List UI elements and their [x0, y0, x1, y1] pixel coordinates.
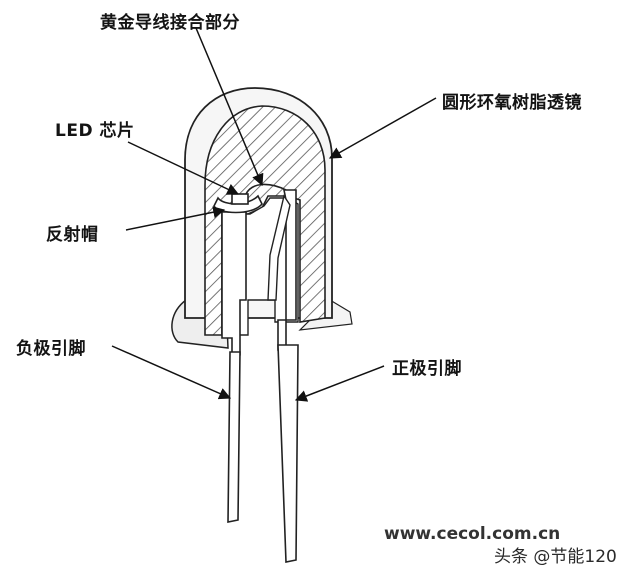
- cathode-lead: [227, 351, 241, 523]
- leader-anode-lead: [294, 365, 385, 402]
- label-reflector-cup: 反射帽: [46, 225, 99, 245]
- label-gold-wire-joint: 黄金导线接合部分: [100, 13, 240, 33]
- label-cathode-lead: 负极引脚: [16, 339, 86, 359]
- leader-epoxy-lens: [328, 97, 437, 159]
- label-epoxy-lens: 圆形环氧树脂透镜: [442, 93, 582, 113]
- leader-led-chip: [127, 141, 240, 195]
- anode-lead: [277, 344, 299, 563]
- leader-cathode-lead: [111, 345, 232, 400]
- leader-gold-wire: [195, 27, 264, 187]
- cathode-lead-body: [221, 211, 247, 360]
- label-led-chip: LED 芯片: [55, 121, 135, 141]
- led-chip: [231, 193, 249, 205]
- watermark-site: www.cecol.com.cn: [384, 524, 561, 544]
- anode-lead-inner: [267, 194, 291, 301]
- epoxy-lens-section: [204, 105, 326, 336]
- leader-reflector-cup: [125, 206, 226, 231]
- label-anode-lead: 正极引脚: [392, 359, 462, 379]
- watermark-credit: 头条 @节能120: [494, 547, 617, 567]
